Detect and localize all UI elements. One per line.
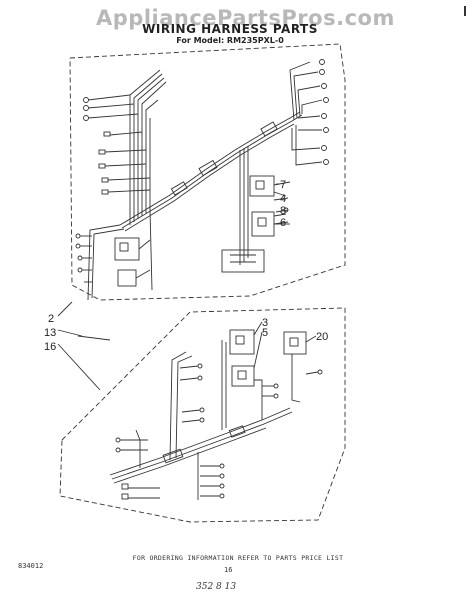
callout-3: 3 bbox=[262, 317, 268, 329]
model-line: For Model: RM235PXL-0 bbox=[176, 36, 284, 45]
callout-4: 4 bbox=[280, 193, 286, 205]
lower-switch-block bbox=[221, 329, 323, 430]
lower-harness-outline bbox=[59, 307, 346, 523]
callout-6: 6 bbox=[280, 217, 286, 229]
document-id: 834012 bbox=[18, 562, 44, 570]
lower-harness-trunk bbox=[109, 407, 293, 484]
callout-8: 8 bbox=[280, 205, 286, 217]
corner-tick-mark bbox=[464, 6, 466, 16]
callout-leaders bbox=[57, 183, 317, 391]
callout-2: 2 bbox=[48, 313, 54, 325]
upper-left-lower-bundle bbox=[75, 209, 153, 301]
upper-right-bundle bbox=[289, 59, 329, 166]
ordering-note: FOR ORDERING INFORMATION REFER TO PARTS … bbox=[132, 554, 344, 562]
page-title: WIRING HARNESS PARTS bbox=[142, 22, 318, 36]
watermark: AppliancePartsPros.com bbox=[96, 6, 395, 30]
callout-5: 5 bbox=[262, 327, 268, 339]
page-number: 16 bbox=[224, 566, 233, 574]
callout-16: 16 bbox=[44, 341, 56, 353]
upper-harness-outline bbox=[69, 43, 346, 301]
callout-20: 20 bbox=[316, 331, 328, 343]
callout-7: 7 bbox=[280, 179, 286, 191]
lower-left-bundle bbox=[115, 351, 225, 500]
upper-harness-trunk bbox=[119, 111, 303, 232]
upper-left-bundle bbox=[83, 69, 167, 225]
callout-13: 13 bbox=[44, 327, 56, 339]
handwritten-note: 352 8 13 bbox=[196, 582, 237, 592]
